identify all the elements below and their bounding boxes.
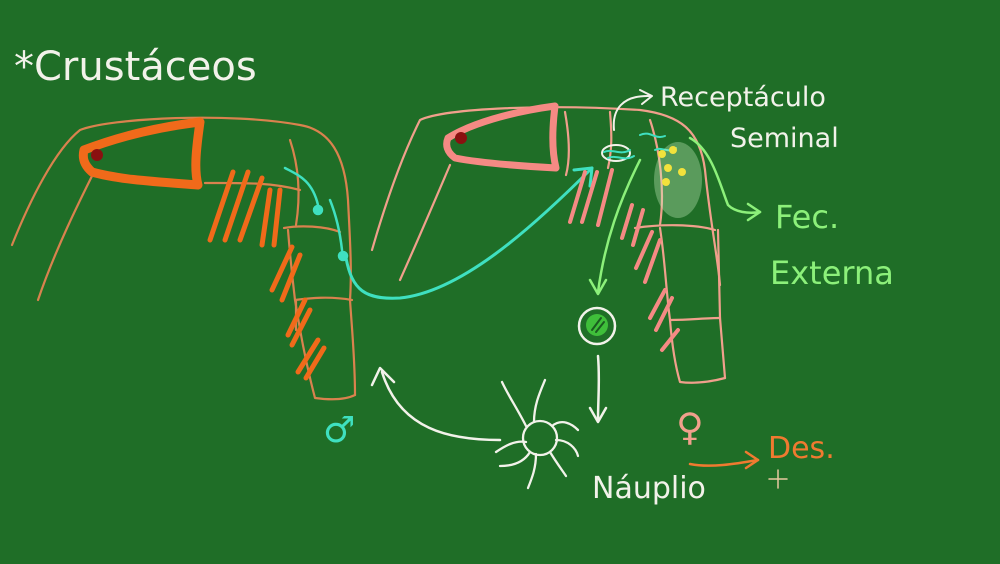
development-arrowhead: [744, 450, 760, 470]
egg-to-nauplius-arrowhead: [588, 406, 608, 424]
nauplius-to-adult-arrowhead: [370, 366, 396, 387]
male-legs: [207, 169, 327, 381]
egg-drop-arrow: [596, 158, 642, 294]
receptacle-pointer-head: [639, 89, 653, 105]
male-eye: [91, 149, 103, 161]
male-sperm: [283, 166, 349, 262]
receptacle-label-2: Seminal: [730, 123, 839, 154]
development-label: Des.: [768, 431, 835, 466]
female-head-shield: [443, 102, 560, 172]
male-crustacean: ♂: [10, 116, 357, 451]
fertilized-egg-shell: [577, 306, 617, 346]
male-body-outline: [10, 116, 357, 401]
female-symbol: ♀: [676, 405, 704, 449]
fertilization-label-2: Externa: [770, 254, 894, 292]
receptacle-label-1: Receptáculo: [660, 82, 826, 113]
receptacle-pointer: [612, 94, 651, 131]
seminal-receptacle: [601, 144, 631, 162]
egg-drop-arrowhead: [588, 278, 608, 296]
egg-core-mark: [591, 317, 605, 333]
male-symbol: ♂: [323, 410, 355, 451]
eggs: [658, 146, 686, 186]
cursor-crosshair-icon: [768, 469, 788, 489]
fertilization-arrow: [688, 136, 762, 214]
title: *Crustáceos: [14, 44, 257, 90]
nauplius-to-adult-arrow: [380, 370, 502, 442]
male-head-shield: [78, 117, 205, 190]
female-legs: [568, 168, 680, 352]
nauplius-label: Náuplio: [592, 471, 706, 506]
nauplius-larva: [494, 378, 580, 490]
sperm-transfer-arrow: [344, 166, 594, 300]
female-crustacean: ♀: [370, 102, 727, 449]
fertilization-glow: [654, 142, 702, 218]
development-arrow: [688, 458, 760, 467]
fertilization-label-1: Fec.: [775, 198, 839, 236]
sperm-transfer-arrowhead: [572, 166, 594, 188]
fertilized-egg-core: [586, 314, 608, 336]
female-eye: [455, 132, 467, 144]
fertilization-arrowhead: [746, 202, 762, 222]
egg-to-nauplius-arrow: [596, 354, 601, 422]
